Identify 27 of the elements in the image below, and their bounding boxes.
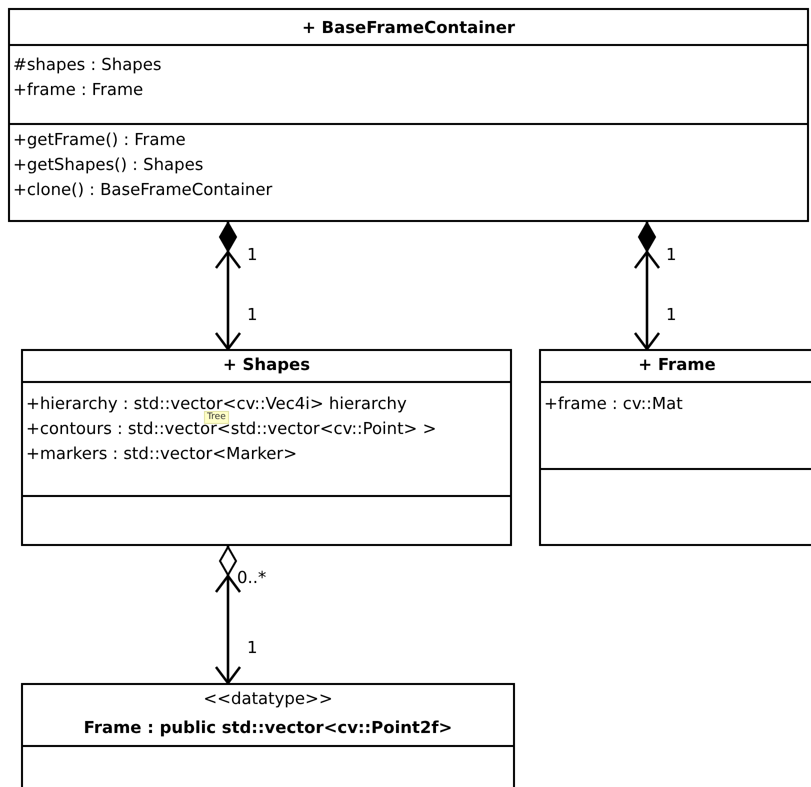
- operation-text: +getFrame() : Frame: [13, 130, 186, 150]
- class-box: [8, 8, 809, 222]
- attribute-text: +frame : Frame: [13, 80, 144, 100]
- attribute-text: +frame : cv::Mat: [544, 394, 683, 414]
- stereotype-label: <<datatype>>: [202, 689, 334, 709]
- tooltip: Tree: [204, 411, 229, 424]
- association-arrow: [634, 222, 660, 350]
- multiplicity-label: 1: [247, 638, 258, 658]
- multiplicity-label: 1: [666, 305, 676, 325]
- operation-text: +getShapes() : Shapes: [13, 155, 204, 175]
- class-name: + Frame: [637, 355, 717, 375]
- association-arrow: [214, 546, 242, 684]
- multiplicity-label: 1: [247, 305, 258, 325]
- attribute-text: #shapes : Shapes: [13, 55, 162, 75]
- class-box: [21, 349, 512, 546]
- class-name: Frame : public std::vector<cv::Point2f>: [82, 718, 454, 738]
- operation-text: +clone() : BaseFrameContainer: [13, 180, 272, 200]
- class-name: + Shapes: [222, 355, 312, 375]
- attribute-text: +hierarchy : std::vector<cv::Vec4i> hierarchy: [26, 394, 407, 413]
- datatype-box: [21, 683, 515, 787]
- multiplicity-label: 1: [666, 245, 676, 265]
- attribute-text: +markers : std::vector<Marker>: [26, 444, 298, 464]
- multiplicity-label: 1: [247, 245, 258, 265]
- association-arrow: [214, 222, 242, 350]
- class-box: [539, 349, 811, 546]
- class-name: + BaseFrameContainer: [300, 18, 516, 38]
- multiplicity-label: 0..*: [237, 568, 266, 588]
